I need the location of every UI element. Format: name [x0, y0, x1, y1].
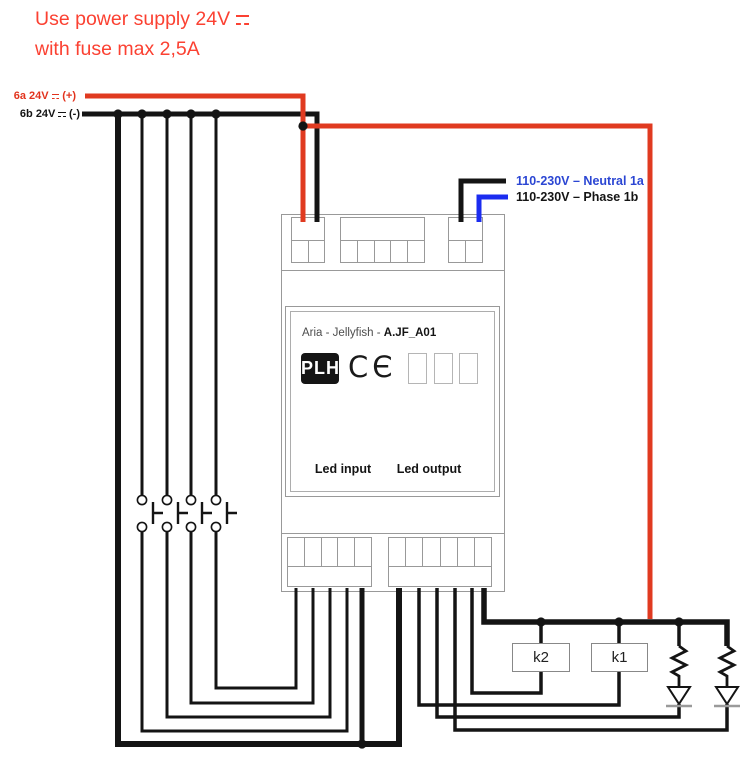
junction-dot — [162, 109, 172, 119]
terminal-block-led-output — [388, 537, 492, 587]
terminal-cell — [288, 538, 305, 566]
dc-symbol — [235, 15, 249, 25]
wire-k2-return — [470, 588, 543, 695]
warning-note-line2: with fuse max 2,5A — [35, 38, 200, 60]
terminal-block-top-left — [291, 217, 325, 263]
terminal-cell — [466, 241, 482, 262]
terminal-cell — [355, 538, 371, 566]
plh-logo: PLH — [301, 353, 339, 384]
diode-triangle — [714, 686, 740, 706]
label-placeholder-box — [408, 353, 427, 384]
junction-dot — [674, 617, 684, 627]
terminal-cell — [389, 538, 407, 566]
wire-output-bus — [481, 588, 730, 646]
diode-triangle — [666, 686, 692, 706]
junction-dot — [357, 739, 367, 749]
actuator — [200, 502, 212, 524]
resistor-1 — [668, 644, 690, 687]
contact — [136, 521, 148, 533]
actuator — [176, 502, 188, 524]
junction-dot — [536, 617, 546, 627]
push-button-3 — [185, 494, 212, 533]
warning-note: Use power supply 24V with fuse max 2,5A — [35, 4, 249, 64]
relay-k2-box: k2 — [512, 643, 570, 672]
terminal-cell — [406, 538, 424, 566]
terminal-cell — [322, 538, 339, 566]
contact — [161, 494, 173, 506]
label-placeholder-box — [459, 353, 478, 384]
led-diode-2 — [714, 686, 740, 708]
actuator — [225, 502, 237, 524]
contact — [136, 494, 148, 506]
supply-minus-label: 6b 24V (-) — [19, 108, 80, 120]
terminal-cell — [441, 538, 458, 566]
contact — [210, 521, 222, 533]
mains-neutral-label: 110-230V – Neutral 1a — [516, 174, 644, 188]
terminal-cell — [341, 241, 358, 262]
terminal-cell — [408, 241, 424, 262]
junction-dot — [113, 109, 123, 119]
contact — [185, 521, 197, 533]
led-input-label: Led input — [314, 462, 372, 476]
terminal-cell — [391, 241, 409, 262]
junction-dot — [614, 617, 624, 627]
terminal-cell — [475, 538, 491, 566]
resistor-2 — [716, 644, 738, 687]
terminal-cell — [423, 538, 441, 566]
ce-mark: CЄ — [348, 350, 397, 384]
relay-k1-box: k1 — [591, 643, 648, 672]
device-bottom-section-divider — [282, 533, 504, 534]
push-button-1 — [136, 494, 163, 533]
junction-dot — [211, 109, 221, 119]
label-placeholder-box — [434, 353, 453, 384]
terminal-block-top-middle — [340, 217, 425, 263]
wire-24v-plus — [85, 93, 306, 222]
junction-dot — [137, 109, 147, 119]
terminal-cell — [375, 241, 392, 262]
terminal-cell — [305, 538, 322, 566]
contact — [161, 521, 173, 533]
led-diode-1 — [666, 686, 692, 708]
dc-symbol — [58, 111, 66, 117]
terminal-block-led-input — [287, 537, 372, 587]
dc-symbol — [51, 93, 60, 99]
warning-note-line1: Use power supply 24V — [35, 4, 249, 34]
led-output-label: Led output — [396, 462, 462, 476]
push-button-4 — [210, 494, 237, 533]
push-button-2 — [161, 494, 188, 533]
terminal-cell — [309, 241, 325, 262]
device-top-section-divider — [282, 270, 504, 271]
supply-plus-label: 6a 24V (+) — [13, 90, 76, 102]
contact — [210, 494, 222, 506]
wire-24v-minus — [82, 111, 320, 222]
device-model-label: Aria - Jellyfish - A.JF_A01 — [302, 327, 437, 339]
terminal-cell — [449, 241, 466, 262]
contact — [185, 494, 197, 506]
terminal-cell — [458, 538, 475, 566]
terminal-cell — [338, 538, 356, 566]
terminal-cell — [358, 241, 375, 262]
mains-phase-label: 110-230V – Phase 1b — [516, 190, 639, 204]
actuator — [151, 502, 163, 524]
terminal-block-top-right — [448, 217, 483, 263]
terminal-cell — [292, 241, 309, 262]
junction-dot — [298, 121, 308, 131]
junction-dot — [186, 109, 196, 119]
